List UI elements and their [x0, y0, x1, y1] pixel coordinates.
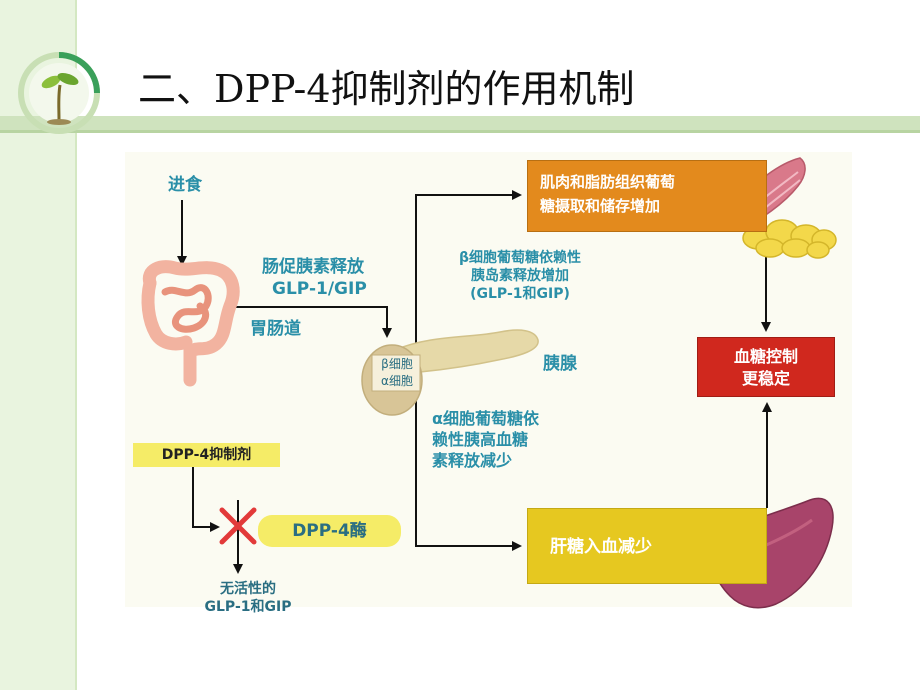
- sprout-logo-icon: [18, 52, 100, 134]
- left-decor-line: [75, 0, 77, 690]
- glucose-control-box: 血糖控制 更稳定: [697, 337, 835, 397]
- muscle-fat-box: 肌肉和脂肪组织葡萄 糖摄取和储存增加: [527, 160, 767, 232]
- muscle-fat-line1: 肌肉和脂肪组织葡萄: [540, 173, 676, 191]
- intestine-icon: [141, 260, 240, 387]
- inactive-line2: GLP-1和GIP: [204, 599, 292, 615]
- inactive-line1: 无活性的: [220, 581, 276, 597]
- beta-effect-line1: β细胞葡萄糖依赖性: [458, 250, 582, 266]
- alpha-cell-label: α细胞: [381, 374, 413, 388]
- beta-cell-label: β细胞: [381, 357, 413, 371]
- glucose-control-line1: 血糖控制: [733, 347, 798, 366]
- incretin-release-label: 肠促胰素释放: [262, 257, 364, 277]
- gut-label: 胃肠道: [250, 319, 301, 339]
- slide-title: 二、DPP-4抑制剂的作用机制: [138, 67, 635, 111]
- arrow-pancreas-to-liver: [415, 395, 522, 551]
- arrow-pancreas-to-muscle: [415, 190, 522, 360]
- alpha-effect-line3: 素释放减少: [432, 451, 513, 470]
- alpha-effect-text: α细胞葡萄糖依 赖性胰高血糖 素释放减少: [432, 408, 539, 471]
- liver-output-box: 肝糖入血减少: [527, 508, 767, 584]
- header-divider-line: [0, 130, 920, 133]
- muscle-fat-line2: 糖摄取和储存增加: [540, 197, 661, 215]
- arrow-inhibitor-to-x: [192, 467, 220, 532]
- beta-effect-text: β细胞葡萄糖依赖性 胰岛素释放增加 (GLP-1和GIP): [440, 249, 600, 303]
- eating-label: 进食: [168, 175, 202, 195]
- beta-effect-line2: 胰岛素释放增加: [471, 268, 569, 284]
- inactive-incretin-text: 无活性的 GLP-1和GIP: [188, 580, 308, 616]
- dpp4-enzyme-tag: DPP-4酶: [258, 515, 401, 547]
- pancreas-icon: [361, 329, 539, 416]
- pancreas-label: 胰腺: [543, 354, 577, 374]
- dpp4-inhibitor-tag: DPP-4抑制剂: [133, 443, 280, 467]
- beta-effect-line3: (GLP-1和GIP): [470, 286, 570, 302]
- alpha-effect-line2: 赖性胰高血糖: [432, 430, 529, 449]
- alpha-effect-line1: α细胞葡萄糖依: [432, 409, 539, 428]
- incretin-names-label: GLP-1/GIP: [272, 279, 367, 299]
- inhibit-x-icon: [219, 507, 257, 545]
- glucose-control-line2: 更稳定: [741, 369, 790, 388]
- header-divider-bar: [0, 116, 920, 132]
- arrow-gut-to-pancreas: [232, 306, 392, 338]
- islet-cell-labels: β细胞 α细胞: [373, 356, 421, 390]
